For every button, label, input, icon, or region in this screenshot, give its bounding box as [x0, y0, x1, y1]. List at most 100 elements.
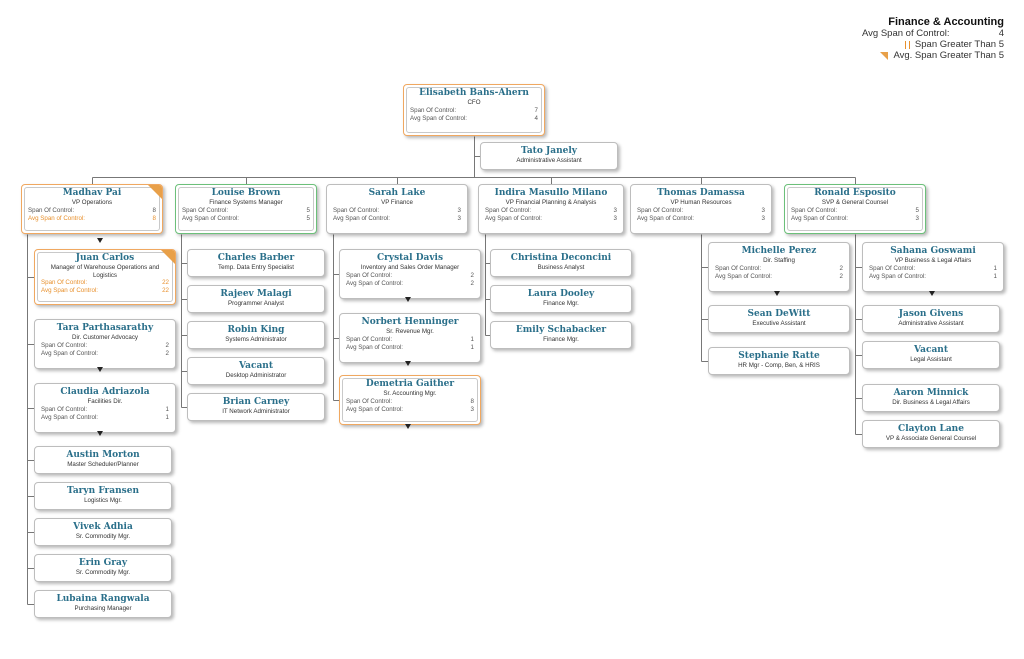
span-of-control-value: 8: [470, 397, 474, 405]
node-name: Vivek Adhia: [73, 522, 133, 532]
span-of-control-row: Span Of Control:8: [28, 207, 156, 215]
node-name: Vacant: [238, 361, 273, 371]
avg-span-of-control-label: Avg Span of Control:: [715, 272, 772, 280]
node-name: Erin Gray: [78, 558, 128, 568]
span-of-control-value: 3: [761, 206, 765, 214]
node-name: Clayton Lane: [898, 424, 964, 434]
node-title: VP Finance: [381, 199, 413, 206]
node-title: Executive Assistant: [752, 320, 806, 327]
node-name: Emily Schabacker: [515, 325, 607, 335]
expand-arrow-icon[interactable]: [97, 367, 103, 372]
span-of-control-label: Span Of Control:: [410, 106, 457, 114]
avg-span-of-control-label: Avg Span of Control:: [791, 214, 848, 222]
node-name: Demetria Gaither: [365, 379, 455, 389]
span-of-control-label: Span Of Control:: [791, 206, 838, 214]
node-title: Inventory and Sales Order Manager: [360, 264, 460, 271]
node-title: IT Network Administrator: [222, 408, 290, 415]
node-title: Manager of Warehouse Operations and Logi…: [50, 264, 160, 279]
node-title: Dir. Business & Legal Affairs: [892, 399, 970, 406]
span-of-control-label: Span Of Control:: [333, 206, 380, 214]
node-title: Administrative Assistant: [516, 157, 582, 164]
expand-arrow-icon[interactable]: [405, 361, 411, 366]
node-name: Austin Morton: [66, 450, 140, 460]
avg-span-of-control-row: Avg Span of Control:8: [28, 215, 156, 223]
avg-span-of-control-value: 4: [534, 114, 538, 122]
span-of-control-row: Span Of Control:1: [41, 406, 169, 414]
span-of-control-row: Span Of Control:3: [485, 207, 617, 215]
avg-span-of-control-label: Avg Span of Control:: [485, 214, 542, 222]
avg-span-of-control-value: 1: [993, 272, 997, 280]
expand-arrow-icon[interactable]: [405, 424, 411, 429]
span-of-control-row: Span Of Control:2: [41, 342, 169, 350]
node-name: Lubaina Rangwala: [56, 594, 150, 604]
node-name: Sahana Goswami: [890, 246, 976, 256]
avg-span-of-control-value: 3: [613, 214, 617, 222]
avg-span-of-control-value: 2: [470, 279, 474, 287]
expand-arrow-icon[interactable]: [929, 291, 935, 296]
span-of-control-row: Span Of Control:5: [182, 207, 310, 215]
node-title: Master Scheduler/Planner: [67, 461, 139, 468]
legend-avg-value: 4: [998, 28, 1004, 39]
node-title: Facilities Dir.: [87, 398, 123, 405]
node-title: VP Human Resources: [670, 199, 732, 206]
legend: Finance & Accounting Avg Span of Control…: [862, 16, 1004, 61]
legend-avg-label: Avg Span of Control:: [862, 28, 950, 39]
expand-arrow-icon[interactable]: [405, 297, 411, 302]
span-of-control-label: Span Of Control:: [485, 206, 532, 214]
avg-span-of-control-value: 3: [470, 405, 474, 413]
avg-span-of-control-value: 22: [162, 287, 169, 294]
avg-span-of-control-row: Avg Span of Control:1: [869, 273, 997, 281]
avg-span-of-control-row: Avg Span of Control:1: [41, 414, 169, 422]
node-title: Temp. Data Entry Specialist: [218, 264, 294, 271]
node-title: Administrative Assistant: [898, 320, 964, 327]
legend-span-row: Span Greater Than 5: [862, 39, 1004, 50]
avg-span-of-control-label: Avg Span of Control:: [41, 349, 98, 357]
expand-arrow-icon[interactable]: [774, 291, 780, 296]
node-name: Robin King: [227, 325, 285, 335]
expand-arrow-icon[interactable]: [97, 238, 103, 243]
node-name: Brian Carney: [222, 397, 290, 407]
expand-arrow-icon[interactable]: [97, 431, 103, 436]
avg-span-of-control-row: Avg Span of Control:2: [715, 273, 843, 281]
span-of-control-label: Span Of Control:: [346, 397, 393, 405]
node-title: SVP & General Counsel: [821, 199, 889, 206]
node-name: Michelle Perez: [741, 246, 817, 256]
node-title: Finance Mgr.: [543, 336, 579, 343]
